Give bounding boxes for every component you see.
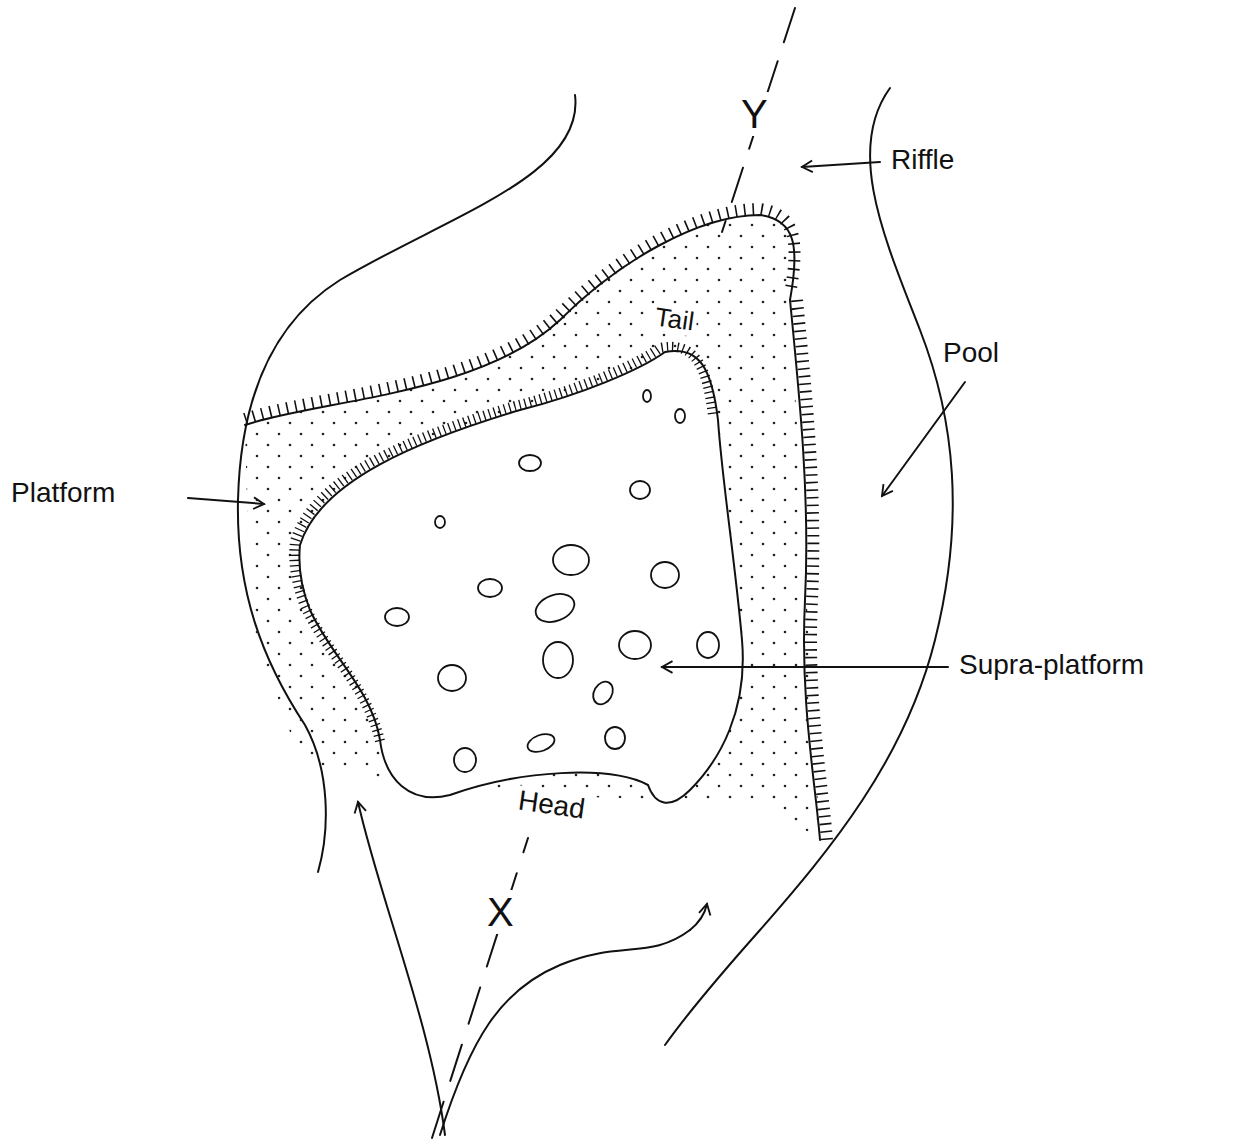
flow-arrow — [358, 802, 445, 1135]
part-label: Platform — [8, 478, 118, 509]
section-line — [432, 838, 528, 1138]
riffle-edge-ticks — [797, 300, 827, 840]
part-label: Y — [738, 92, 771, 136]
part-label: X — [484, 890, 517, 934]
leader-arrow — [802, 162, 880, 167]
pebbles — [385, 390, 719, 772]
leader-arrow — [188, 498, 264, 504]
part-label: Pool — [940, 338, 1002, 369]
riffle-edge — [790, 300, 820, 840]
section-line — [722, 8, 795, 232]
flow-arrow — [440, 930, 690, 1135]
part-label: Tail — [650, 302, 699, 337]
part-label: Supra-platform — [956, 650, 1147, 681]
leader-arrow — [662, 666, 948, 668]
supra-platform-ticks — [294, 347, 713, 741]
leader-arrow — [882, 382, 965, 496]
flow-arrow — [690, 904, 707, 930]
platform-stipple — [245, 215, 820, 840]
part-label: Riffle — [888, 145, 957, 176]
supra-platform-outline — [299, 351, 743, 803]
